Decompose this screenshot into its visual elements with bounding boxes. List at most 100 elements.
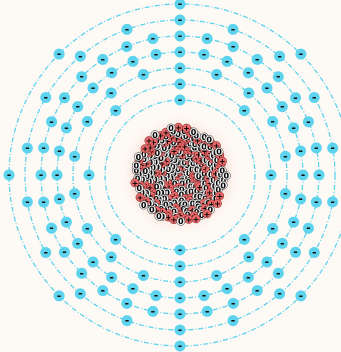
- electron: -: [76, 267, 88, 280]
- neutron-label: 0: [169, 152, 175, 161]
- neutron-label: 0: [216, 148, 222, 157]
- electron-label: -: [242, 104, 247, 117]
- proton-label: +: [165, 213, 172, 222]
- electron-label: -: [43, 246, 48, 259]
- electron-label: -: [141, 68, 146, 81]
- neutron-label: 0: [186, 169, 192, 178]
- electron-label: -: [100, 53, 105, 66]
- electron-label: -: [306, 115, 311, 128]
- proton-label: +: [153, 206, 160, 215]
- neutron-label: 0: [149, 206, 155, 215]
- electron: -: [69, 187, 81, 200]
- electron: -: [21, 142, 33, 155]
- neutron-label: 0: [213, 195, 219, 204]
- electron: -: [242, 271, 254, 284]
- proton: +: [182, 123, 192, 133]
- neutron-label: 0: [210, 176, 216, 185]
- electron: -: [174, 0, 186, 11]
- electron-label: -: [100, 284, 105, 297]
- proton: +: [217, 156, 227, 166]
- neutron-label: 0: [140, 175, 146, 184]
- electron: -: [38, 141, 50, 154]
- nucleus: 0++000+000+00000000+0++0+00+0+0+00++00+0…: [130, 122, 231, 226]
- electron-label: -: [79, 70, 84, 83]
- electron: -: [211, 68, 223, 81]
- proton-label: +: [142, 145, 149, 154]
- proton-label: +: [157, 132, 164, 141]
- electron: -: [265, 169, 277, 182]
- electron: -: [174, 292, 186, 305]
- neutron: 0: [147, 205, 157, 215]
- electron: -: [174, 94, 186, 107]
- electron-label: -: [41, 196, 46, 209]
- electron: -: [174, 340, 186, 352]
- electron: -: [297, 169, 309, 182]
- electron-label: -: [62, 91, 67, 104]
- proton-label: +: [175, 123, 182, 132]
- electron: -: [106, 66, 118, 79]
- neutron-label: 0: [203, 184, 209, 193]
- neutron-label: 0: [176, 148, 182, 157]
- neutron-label: 0: [194, 187, 200, 196]
- neutron-label: 0: [163, 201, 169, 210]
- neutron-label: 0: [178, 217, 184, 226]
- electron-label: -: [125, 297, 130, 310]
- neutron-label: 0: [158, 154, 164, 163]
- electron-label: -: [293, 91, 298, 104]
- electron: -: [81, 115, 93, 128]
- electron: -: [276, 237, 288, 250]
- electron-label: -: [85, 222, 90, 235]
- electron: -: [267, 222, 279, 235]
- neutron-label: 0: [175, 130, 181, 139]
- proton: +: [212, 199, 222, 208]
- electron: -: [46, 222, 58, 235]
- neutron-label: 0: [142, 167, 148, 176]
- electron: -: [288, 216, 300, 229]
- neutron-label: 0: [171, 128, 177, 137]
- proton-label: +: [143, 160, 150, 169]
- electron-label: -: [141, 269, 146, 282]
- electron-label: -: [178, 260, 183, 273]
- electron-label: -: [293, 246, 298, 259]
- electron: -: [290, 246, 302, 259]
- electron: -: [308, 246, 320, 259]
- electron-label: -: [178, 340, 183, 352]
- neutron-label: 0: [211, 165, 217, 174]
- electron: -: [295, 192, 307, 205]
- electron-label: -: [72, 150, 77, 163]
- electron-label: -: [75, 237, 80, 250]
- neutron-label: 0: [170, 163, 176, 172]
- electron: -: [51, 169, 63, 182]
- neutron-label: 0: [197, 193, 203, 202]
- electron: -: [105, 87, 117, 100]
- electron-label: -: [64, 121, 69, 134]
- electron: -: [313, 169, 325, 182]
- neutron: 0: [218, 180, 228, 190]
- electron-label: -: [225, 282, 230, 295]
- electron: -: [227, 40, 239, 53]
- electron: -: [35, 169, 47, 182]
- electron-label: -: [178, 308, 183, 321]
- proton-label: +: [159, 159, 166, 168]
- neutron-label: 0: [155, 189, 161, 198]
- electron-label: -: [265, 82, 270, 95]
- electron-label: -: [109, 87, 114, 100]
- electron: -: [87, 255, 99, 268]
- proton-label: +: [171, 147, 178, 156]
- electron: -: [121, 297, 133, 310]
- neutron-label: 0: [187, 139, 193, 148]
- neutron: 0: [139, 200, 149, 210]
- neutron-label: 0: [224, 172, 230, 181]
- neutron-label: 0: [141, 155, 147, 164]
- neutron-label: 0: [150, 163, 156, 172]
- neutron-label: 0: [179, 179, 185, 188]
- electron: -: [3, 169, 15, 182]
- proton-label: +: [196, 183, 203, 192]
- electron-label: -: [330, 142, 335, 155]
- proton-label: +: [147, 184, 154, 193]
- electron-label: -: [276, 70, 281, 83]
- electron-label: -: [255, 53, 260, 66]
- electron-label: -: [231, 314, 236, 327]
- neutron-label: 0: [214, 156, 220, 165]
